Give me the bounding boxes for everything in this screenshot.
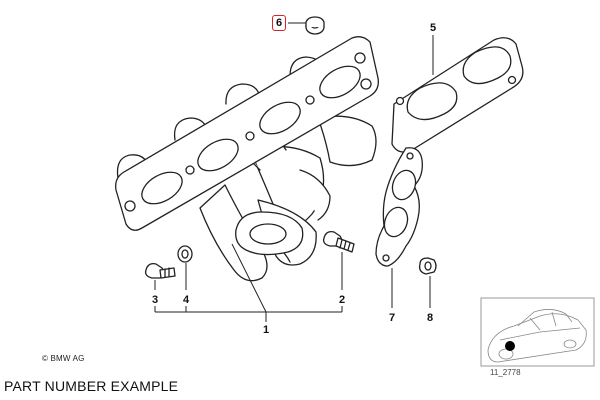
callout-part-2[interactable]: 2 [338,294,346,306]
gasket-part-7 [375,147,423,267]
bolt-part-2 [322,230,355,253]
bolt-part-3 [144,262,176,279]
location-marker-icon [505,341,515,351]
callout-part-5[interactable]: 5 [429,22,437,34]
callout-part-8[interactable]: 8 [426,312,434,324]
callout-part-3[interactable]: 3 [151,294,159,306]
washer-part-4 [177,245,193,263]
copyright-notice: © BMW AG [42,354,85,363]
callout-part-7[interactable]: 7 [388,312,396,324]
callout-part-1[interactable]: 1 [262,324,270,336]
callout-part-6[interactable]: 6 [272,15,286,31]
leader-lines [154,22,434,322]
manifold-outlet-flange [235,211,304,256]
manifold-flange [115,36,379,231]
diagram-code: 11_2778 [490,368,521,377]
nut-part-8 [418,257,437,275]
page-caption: PART NUMBER EXAMPLE [4,378,179,394]
gasket-part-5 [391,37,524,153]
vehicle-thumbnail [480,297,595,367]
nut-part-6 [305,16,325,35]
callout-part-4[interactable]: 4 [182,294,190,306]
